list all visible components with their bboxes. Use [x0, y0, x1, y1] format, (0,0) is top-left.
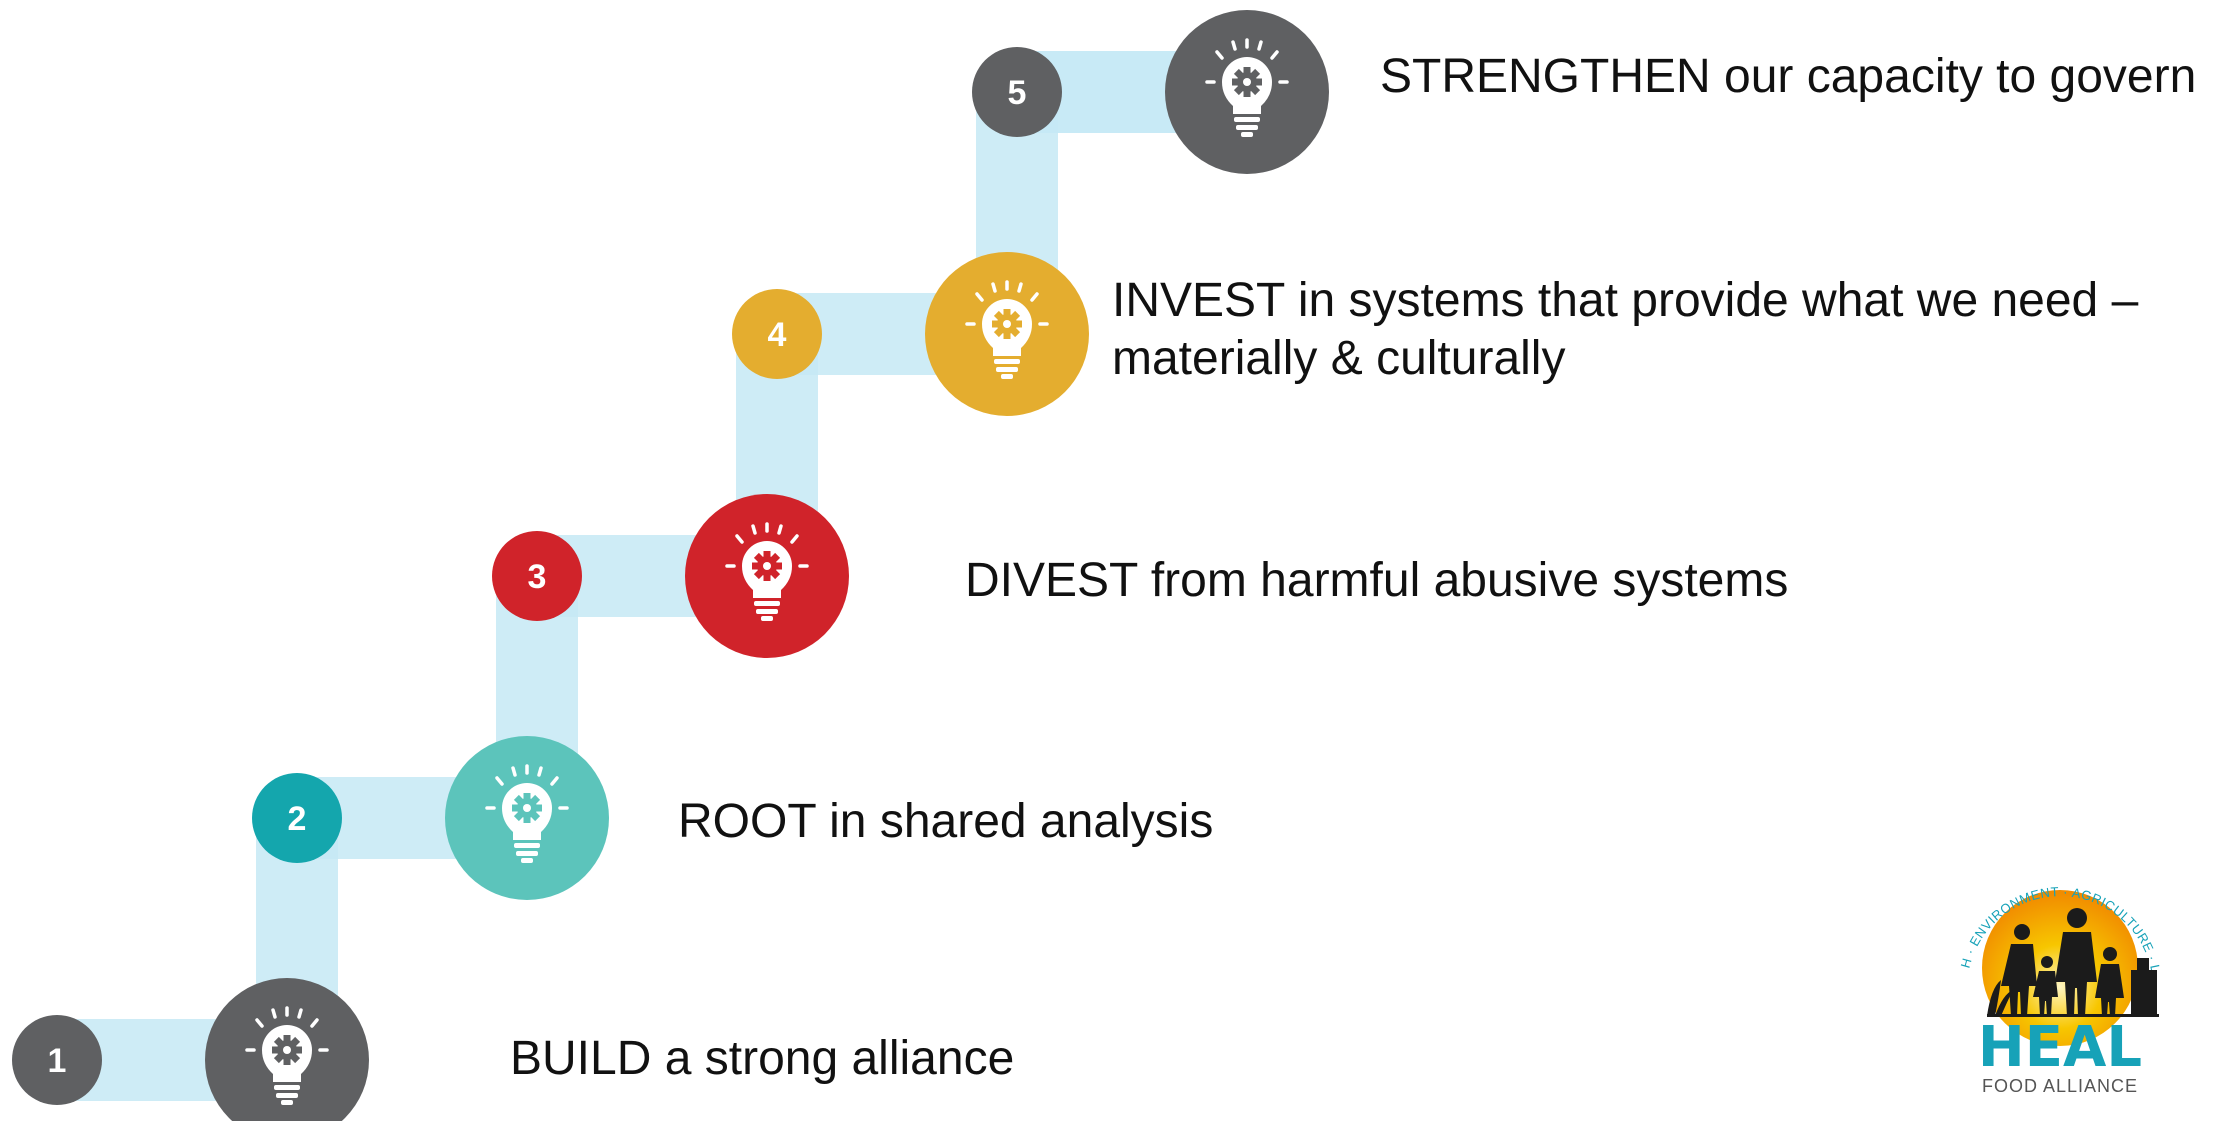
step-4-label: INVEST in systems that provide what we n…: [1112, 272, 2138, 388]
lightbulb-gear-icon: [245, 1006, 329, 1105]
logo-wordmark: HEAL: [1978, 1015, 2142, 1080]
step-1-bulb-circle: [205, 978, 369, 1121]
heal-food-alliance-logo: HEALTH · ENVIRONMENT · AGRICULTURE · LAB…: [1925, 850, 2163, 1096]
logo-ground-line: [1987, 1014, 2159, 1017]
step-badges: 1 2 3 4 5: [12, 47, 1062, 1105]
step-5-badge: 5: [972, 47, 1062, 137]
family-silhouette-icon: [1987, 908, 2157, 1016]
step-4-badge: 4: [732, 289, 822, 379]
step-1-label-line-1: BUILD a strong alliance: [510, 1032, 1015, 1085]
step-2-badge: 2: [252, 773, 342, 863]
lightbulb-gear-icon: [725, 522, 809, 621]
step-5-number: 5: [1008, 74, 1027, 112]
step-2-label-line-1: ROOT in shared analysis: [678, 795, 1214, 848]
step-1-number: 1: [48, 1042, 67, 1080]
step-2-number: 2: [288, 800, 307, 838]
step-3-number: 3: [528, 558, 547, 596]
step-5-label: STRENGTHEN our capacity to govern: [1380, 48, 2196, 106]
step-3-label-line-1: DIVEST from harmful abusive systems: [965, 554, 1789, 607]
lightbulb-gear-icon: [1205, 38, 1289, 137]
step-2-label: ROOT in shared analysis: [678, 793, 1213, 851]
step-3-label: DIVEST from harmful abusive systems: [965, 552, 1788, 610]
step-bulbs: [205, 10, 1329, 1121]
step-1-label: BUILD a strong alliance: [510, 1030, 1014, 1088]
step-3-bulb-circle: [685, 494, 849, 658]
step-2-bulb-circle: [445, 736, 609, 900]
step-4-number: 4: [768, 316, 787, 354]
lightbulb-gear-icon: [965, 280, 1049, 379]
step-5-bulb-circle: [1165, 10, 1329, 174]
lightbulb-gear-icon: [485, 764, 569, 863]
step-4-bulb-circle: [925, 252, 1089, 416]
step-4-label-line-2: materially & culturally: [1112, 332, 1566, 385]
step-3-badge: 3: [492, 531, 582, 621]
logo-subtitle: FOOD ALLIANCE: [1982, 1076, 2138, 1096]
step-1-badge: 1: [12, 1015, 102, 1105]
step-4-label-line-1: INVEST in systems that provide what we n…: [1112, 274, 2139, 327]
step-5-label-line-1: STRENGTHEN our capacity to govern: [1380, 50, 2197, 103]
